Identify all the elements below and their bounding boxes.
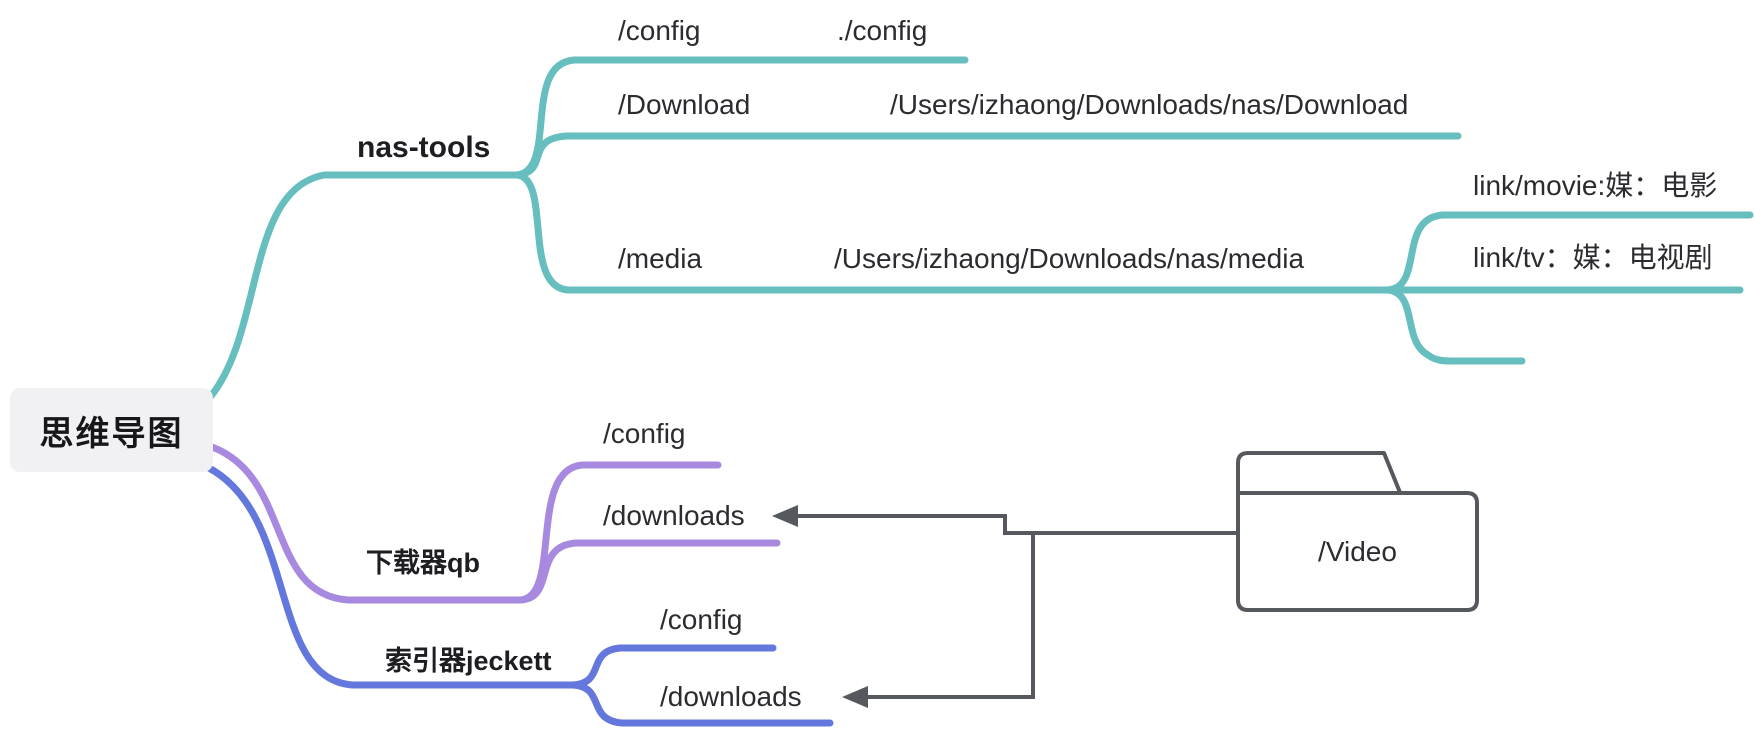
branch-line-root-to-qb	[208, 443, 525, 604]
node-label-nas-download-value[interactable]: /Users/izhaong/Downloads/nas/Download	[890, 89, 1409, 120]
node-label-nas-config-name[interactable]: /config	[618, 15, 701, 46]
connector-video-to-jeckett-downloads	[860, 533, 1035, 699]
node-label-nas-download-name[interactable]: /Download	[618, 89, 751, 120]
branch-line-root-to-nas-tools	[207, 171, 521, 400]
node-underline-nas-media	[513, 171, 1392, 294]
node-underline-jeckett-downloads	[569, 681, 834, 727]
node-label-jeckett-downloads[interactable]: /downloads	[660, 681, 802, 712]
node-label-nas-media-value[interactable]: /Users/izhaong/Downloads/nas/media	[834, 243, 1305, 274]
node-underline-nas-download	[513, 132, 1462, 179]
node-underline-jeckett-config	[569, 644, 777, 689]
node-label-link-tv[interactable]: link/tv：媒：电视剧	[1473, 242, 1713, 273]
node-underline-link-movie	[1384, 211, 1754, 294]
node-label-nas-media-name[interactable]: /media	[618, 243, 703, 274]
folder-body	[1236, 491, 1479, 612]
node-label-qb-config[interactable]: /config	[603, 418, 686, 449]
node-label-qb[interactable]: 下载器qb	[366, 548, 480, 578]
node-underline-media-empty-child	[1384, 286, 1526, 365]
branch-lines-nas-tools	[207, 56, 1754, 400]
node-label-jeckett[interactable]: 索引器jeckett	[385, 646, 552, 676]
branch-lines-qb	[208, 443, 781, 604]
node-label-jeckett-config[interactable]: /config	[660, 604, 743, 635]
branch-lines-jeckett	[205, 464, 834, 727]
arrowhead-jeckett-downloads	[842, 686, 868, 708]
folder-tab	[1236, 451, 1403, 496]
arrowhead-qb-downloads	[772, 505, 798, 527]
video-folder-label[interactable]: /Video	[1318, 536, 1397, 567]
video-folder-shape[interactable]	[1236, 451, 1479, 612]
node-label-link-movie[interactable]: link/movie:媒：电影	[1473, 170, 1718, 201]
connector-lines-video	[790, 514, 1238, 699]
branch-line-root-to-jeckett	[205, 464, 577, 689]
node-underline-qb-downloads	[517, 539, 781, 604]
node-label-nas-config-value[interactable]: ./config	[837, 15, 928, 46]
node-label-qb-downloads[interactable]: /downloads	[603, 500, 745, 531]
connector-video-to-qb-downloads	[790, 514, 1238, 535]
root-node[interactable]: 思维导图	[10, 388, 213, 472]
node-label-nas-tools[interactable]: nas-tools	[357, 131, 491, 164]
